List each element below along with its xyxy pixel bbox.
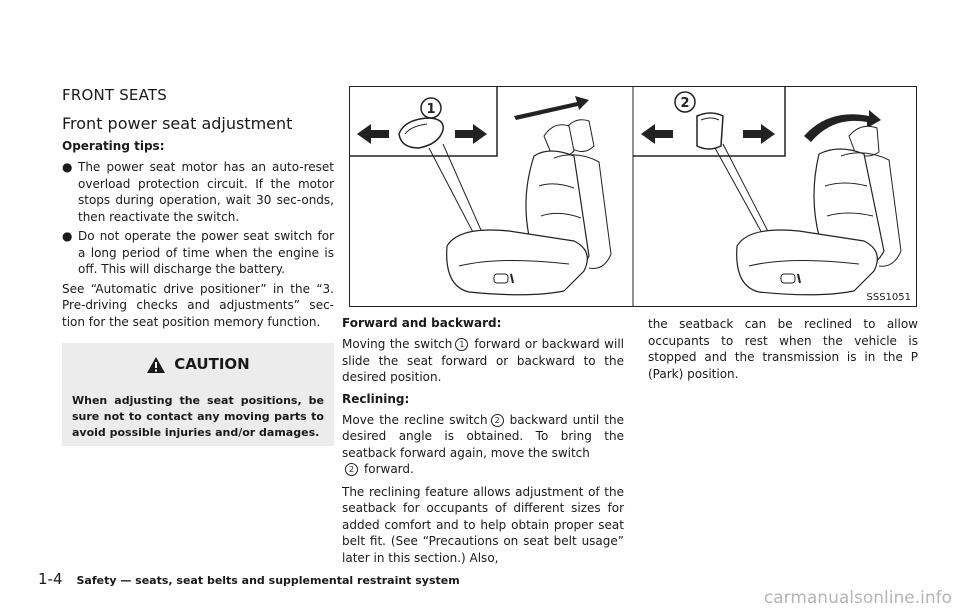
forward-backward-label: Forward and backward: (342, 316, 502, 330)
reclining-feature-text: The reclining feature allows adjustment … (342, 484, 624, 565)
watermark: carmanualsonline.info (763, 588, 952, 608)
text-segment: Moving the switch (342, 337, 453, 351)
caution-title: CAUTION (174, 355, 250, 373)
footer-title: Safety — seats, seat belts and supplemen… (76, 574, 460, 587)
caution-header: CAUTION (62, 355, 334, 374)
callout-1-icon: 1 (455, 338, 469, 351)
callout-2-icon: 2 (345, 463, 358, 476)
operating-tips-label: Operating tips: (62, 139, 165, 153)
right-column: the seatback can be reclined to allow oc… (648, 316, 918, 382)
seat-adjustment-figure: 1 2 (349, 86, 917, 307)
text-segment: backward until the desired angle is obta… (342, 412, 624, 460)
bullet-text: The power seat motor has an auto-reset o… (78, 160, 334, 224)
text-segment: forward. (364, 462, 414, 476)
caution-text: When adjusting the seat positions, be su… (72, 394, 324, 439)
seat-illustration: 1 2 (349, 86, 917, 307)
page-number: 1-4 (38, 570, 63, 588)
callout-2-icon: 2 (490, 413, 504, 427)
figure-code: SSS1051 (866, 292, 912, 303)
text-segment: forward or backward will slide the seat … (342, 337, 624, 384)
warning-icon (147, 356, 166, 373)
left-column: FRONT SEATS Front power seat adjustment … (62, 86, 334, 330)
bullet-icon: ● (62, 229, 73, 243)
list-item: ● The power seat motor has an auto-reset… (62, 159, 334, 225)
svg-text:2: 2 (680, 96, 689, 111)
page-footer: 1-4 Safety — seats, seat belts and supple… (38, 570, 460, 588)
text-segment: Move the recline switch (342, 412, 488, 427)
reclining-label: Reclining: (342, 391, 410, 406)
subsection-title: Front power seat adjustment (62, 114, 293, 133)
svg-text:1: 1 (426, 102, 435, 117)
caution-box: CAUTION When adjusting the seat position… (62, 343, 334, 446)
reclining-feature-continued: the seatback can be reclined to allow oc… (648, 317, 918, 381)
bullet-icon: ● (62, 160, 73, 174)
list-item: ● Do not operate the power seat switch f… (62, 228, 334, 278)
section-title: FRONT SEATS (62, 86, 167, 104)
bullet-text: Do not operate the power seat switch for… (78, 229, 334, 276)
see-reference-text: See “Automatic drive positioner” in the … (62, 281, 334, 329)
